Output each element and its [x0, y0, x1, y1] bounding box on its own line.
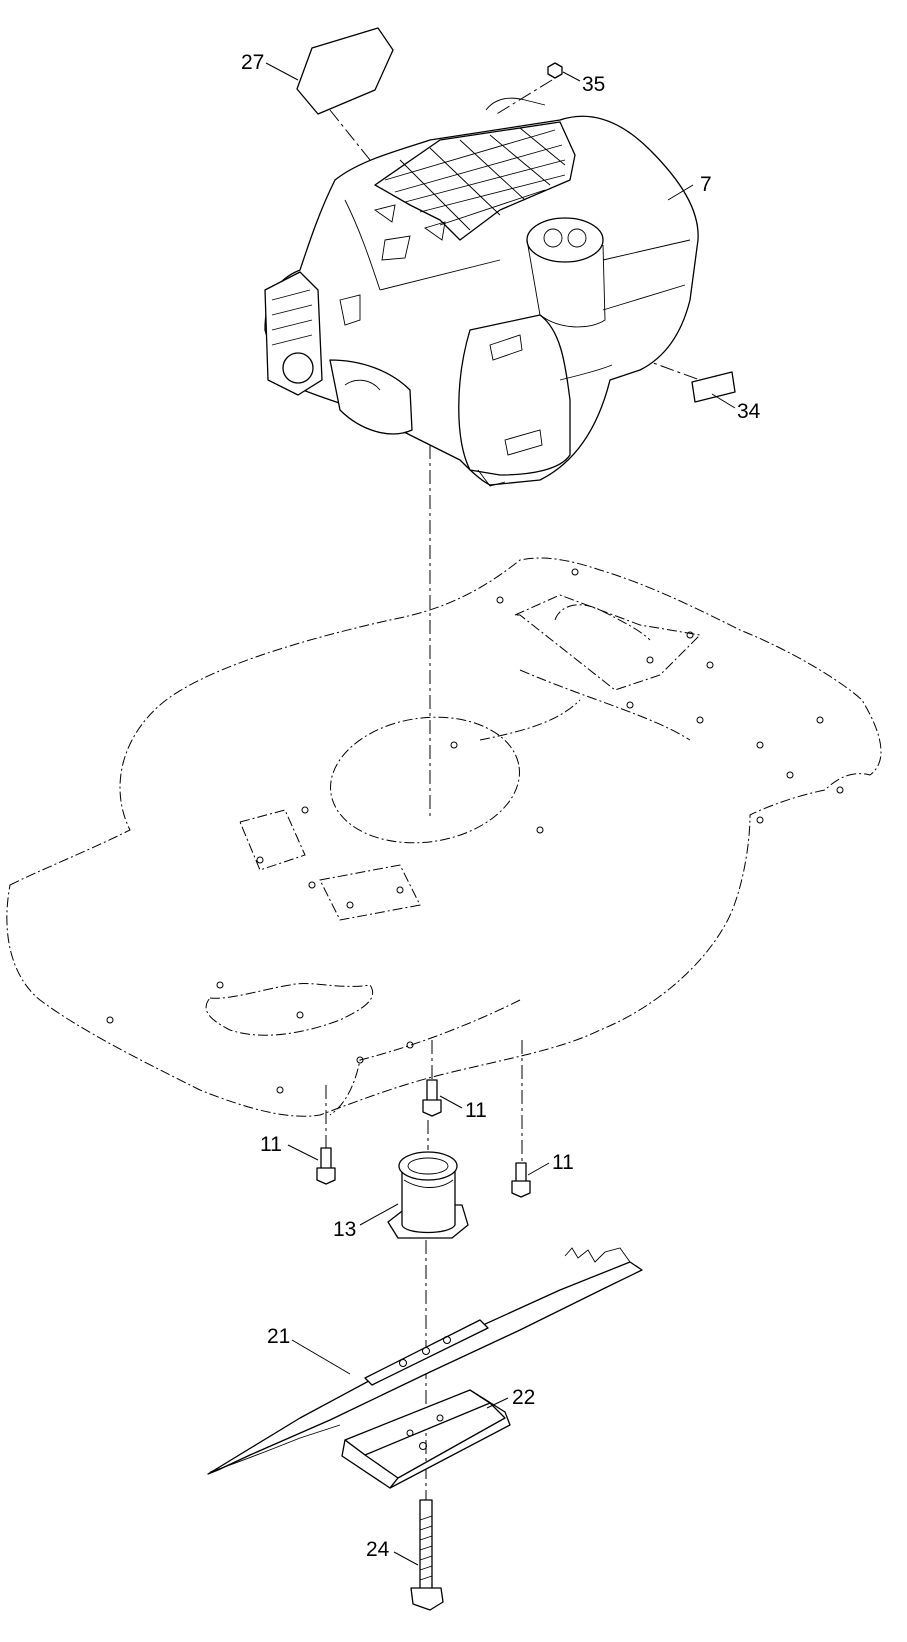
- label-part: [691, 371, 736, 403]
- callout-leaders: [265, 62, 736, 1566]
- callout-24: 24: [366, 1538, 390, 1561]
- callout-35: 35: [582, 73, 605, 96]
- callout-11-left: 11: [260, 1133, 282, 1156]
- mower-deck-phantom: [6, 557, 882, 1117]
- callout-22: 22: [512, 1386, 535, 1409]
- callout-7: 7: [700, 173, 712, 196]
- blade-bolt-part: [410, 1499, 444, 1611]
- engine-part: [264, 97, 699, 487]
- nut-part: [547, 62, 563, 79]
- callout-11-right: 11: [552, 1151, 574, 1174]
- bolt-part-center: [422, 1079, 442, 1117]
- callout-13: 13: [333, 1218, 356, 1241]
- blade-adapter-part: [387, 1151, 469, 1239]
- callout-34: 34: [737, 400, 761, 423]
- callout-21: 21: [267, 1325, 290, 1348]
- decal-part: [296, 27, 394, 115]
- callout-11-center: 11: [465, 1099, 487, 1122]
- callout-labels: 27 35 7 34 11 11 11 13 21 22 24: [241, 51, 761, 1561]
- bolt-part-right: [511, 1162, 531, 1198]
- blade-part: [207, 1247, 643, 1475]
- bolt-part-left: [316, 1147, 336, 1185]
- callout-27: 27: [241, 51, 264, 74]
